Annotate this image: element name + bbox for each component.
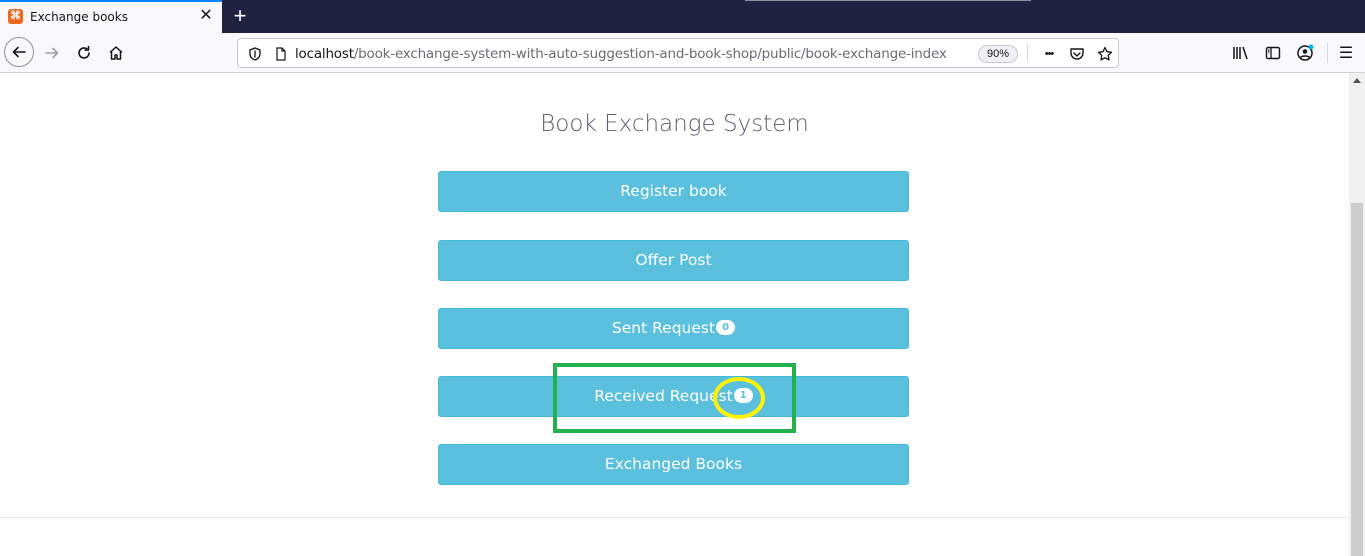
forward-button[interactable]: [38, 39, 66, 67]
arrow-right-icon: [45, 47, 59, 59]
button-label: Register book: [620, 182, 727, 200]
button-label: Offer Post: [635, 251, 712, 269]
sent-request-count-badge: 0: [716, 320, 736, 335]
button-label: Exchanged Books: [604, 455, 743, 473]
page-icon: [276, 47, 286, 61]
offer-post-button[interactable]: Offer Post: [438, 240, 909, 281]
page-actions-icon[interactable]: •••: [1044, 48, 1055, 60]
library-icon: [1233, 46, 1248, 60]
tab-strip-divider: [745, 0, 1031, 1]
exchanged-books-button[interactable]: Exchanged Books: [438, 444, 909, 485]
button-label: Sent Request: [611, 319, 716, 337]
bookmark-button[interactable]: [1094, 43, 1116, 65]
shield-icon: [249, 47, 261, 61]
browser-tab[interactable]: ⌘ Exchange books ✕: [0, 0, 222, 33]
address-bar[interactable]: localhost/book-exchange-system-with-auto…: [237, 38, 1119, 68]
zoom-level-badge[interactable]: 90%: [978, 45, 1018, 63]
scroll-up-arrow-icon[interactable]: [1353, 78, 1361, 83]
toolbar-divider: [1327, 43, 1328, 63]
button-label: Received Request: [594, 387, 733, 405]
footer-divider: [0, 517, 1349, 518]
tab-title: Exchange books: [30, 10, 128, 24]
register-book-button[interactable]: Register book: [438, 171, 909, 212]
page-title: Book Exchange System: [540, 111, 809, 137]
vertical-scrollbar[interactable]: [1349, 73, 1365, 556]
back-button[interactable]: [4, 37, 34, 67]
library-button[interactable]: [1230, 42, 1252, 64]
tab-strip: ⌘ Exchange books ✕ +: [0, 0, 1365, 33]
sidebar-icon: [1265, 46, 1281, 60]
account-button[interactable]: [1294, 42, 1316, 64]
arrow-left-icon: [12, 46, 26, 58]
url-host: localhost: [295, 46, 354, 62]
highlight-box-annotation: [553, 363, 796, 433]
page-content: Book Exchange System Register book Offer…: [0, 73, 1349, 556]
sidebar-button[interactable]: [1262, 42, 1284, 64]
url-text[interactable]: localhost/book-exchange-system-with-auto…: [295, 46, 947, 62]
close-icon[interactable]: ✕: [199, 7, 213, 24]
tracking-protection-button[interactable]: [244, 43, 266, 65]
highlight-circle-annotation: [713, 377, 765, 419]
url-path: /book-exchange-system-with-auto-suggesti…: [353, 46, 947, 62]
account-icon: [1297, 44, 1314, 61]
star-icon: [1097, 46, 1113, 61]
url-divider: [1027, 44, 1028, 62]
home-button[interactable]: [102, 39, 130, 67]
home-icon: [109, 46, 123, 60]
navigation-toolbar: localhost/book-exchange-system-with-auto…: [0, 33, 1365, 73]
pocket-icon: [1070, 48, 1084, 60]
new-tab-button[interactable]: +: [233, 3, 247, 28]
pocket-button[interactable]: [1066, 43, 1088, 65]
scrollbar-thumb[interactable]: [1351, 203, 1363, 556]
reload-icon: [78, 45, 90, 59]
page-info-button[interactable]: [270, 43, 292, 65]
menu-icon[interactable]: ☰: [1338, 45, 1354, 62]
xampp-icon: ⌘: [8, 9, 23, 24]
reload-button[interactable]: [70, 39, 98, 67]
